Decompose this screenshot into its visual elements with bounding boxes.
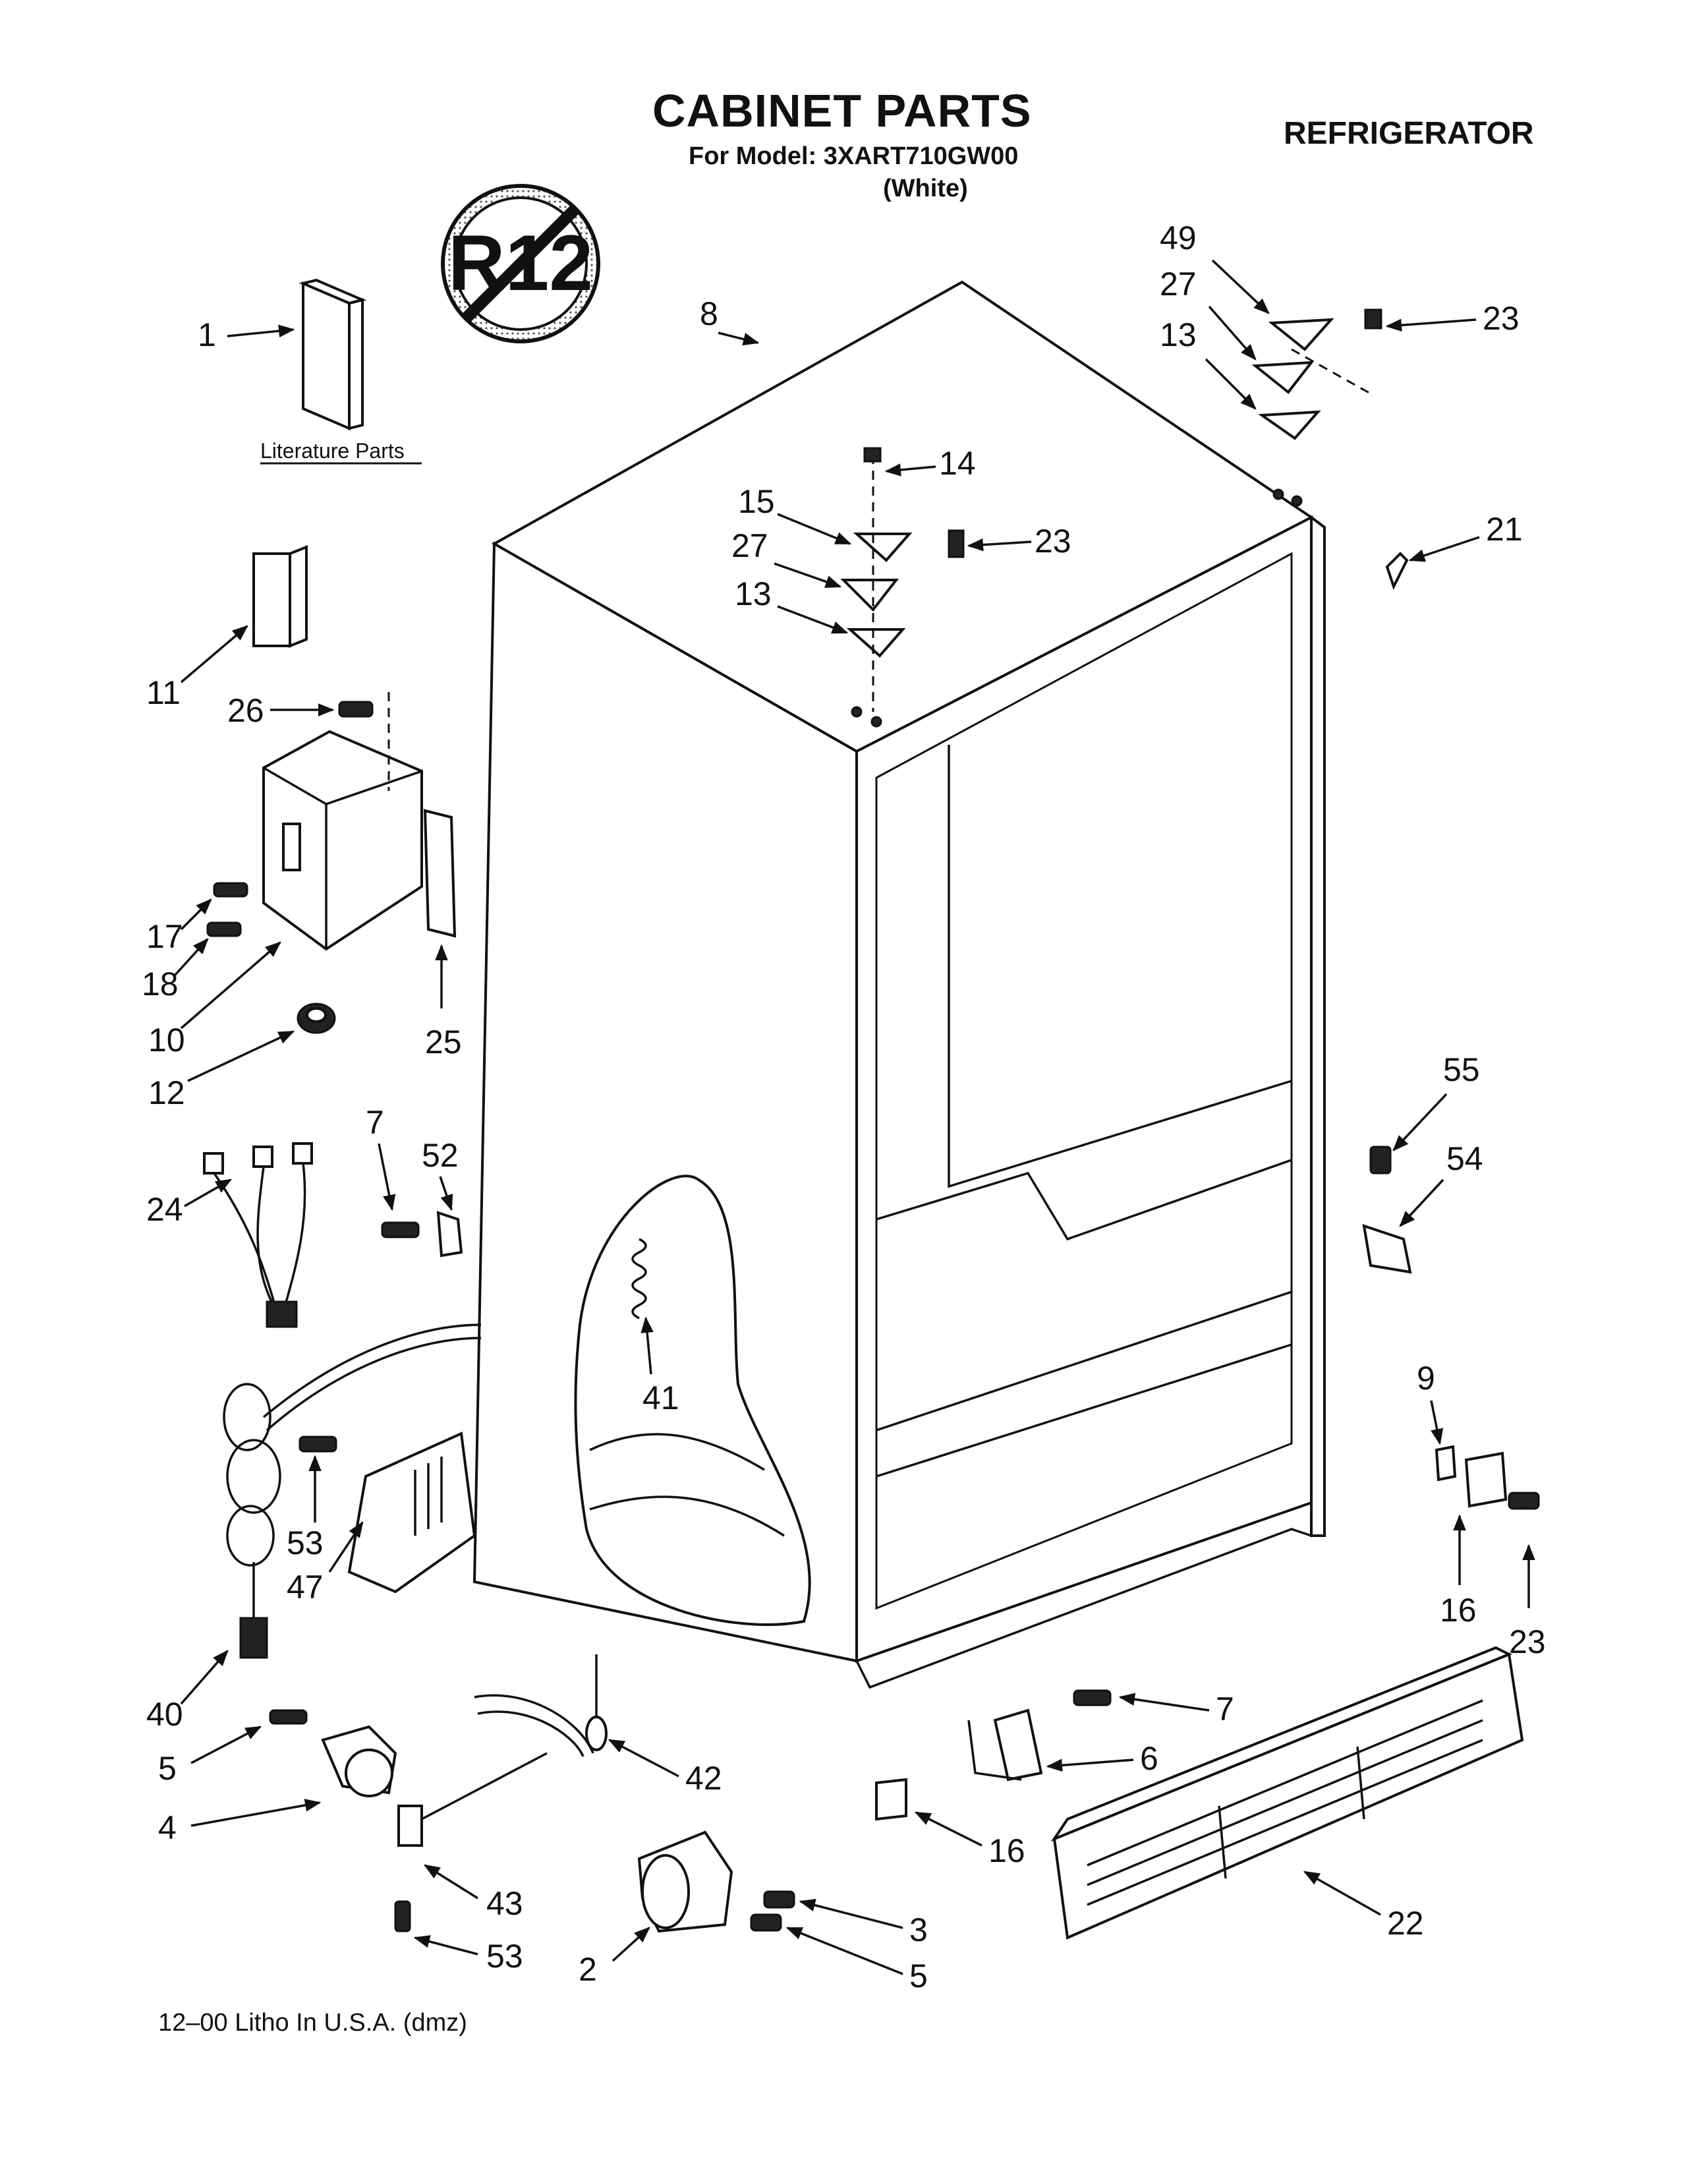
leveler-bracket — [1362, 1146, 1412, 1274]
top-hinge-left — [840, 447, 965, 728]
callout-16-bottom: 16 — [988, 1832, 1025, 1869]
electrical-bracket — [299, 1432, 476, 1594]
callout-8: 8 — [700, 295, 718, 332]
callout-7-right: 7 — [1216, 1691, 1234, 1727]
model-line: For Model: 3XART710GW00 — [689, 142, 1019, 170]
callout-21: 21 — [1486, 511, 1523, 548]
literature-parts: Literature Parts — [260, 278, 422, 465]
toe-grille — [1050, 1646, 1524, 1940]
callout-2: 2 — [579, 1951, 597, 1988]
no-r12-symbol: R12 — [441, 184, 600, 343]
callout-15: 15 — [738, 483, 775, 520]
callout-6: 6 — [1140, 1740, 1158, 1777]
callout-17: 17 — [146, 918, 183, 955]
callout-40: 40 — [146, 1696, 183, 1733]
callout-16-right: 16 — [1440, 1592, 1477, 1629]
callout-7-left: 7 — [366, 1104, 384, 1141]
callout-49: 49 — [1160, 219, 1197, 256]
literature-label: Literature Parts — [260, 439, 405, 463]
callout-53-bottom: 53 — [486, 1938, 523, 1975]
callout-11: 11 — [146, 674, 181, 711]
compressor-relay-cover — [206, 545, 457, 1034]
callout-27-left: 27 — [731, 527, 768, 564]
bottom-hinge-right — [637, 1830, 795, 1933]
callout-41: 41 — [642, 1379, 679, 1416]
callout-5-left: 5 — [158, 1750, 177, 1787]
callout-52: 52 — [422, 1137, 459, 1174]
callout-26: 26 — [227, 692, 264, 729]
appliance-type: REFRIGERATOR — [1284, 116, 1534, 151]
footer-print-code: 12–00 Litho In U.S.A. (dmz) — [158, 2009, 467, 2037]
callout-54: 54 — [1446, 1140, 1483, 1177]
cabinet-shell — [472, 280, 1326, 1689]
callout-3: 3 — [909, 1911, 928, 1948]
callout-27-right: 27 — [1160, 266, 1197, 303]
callout-1: 1 — [198, 316, 216, 353]
power-cord — [223, 1323, 482, 1659]
callout-13-right: 13 — [1160, 316, 1197, 353]
callout-23-top: 23 — [1483, 300, 1520, 337]
callout-10: 10 — [148, 1022, 185, 1059]
color-line: (White) — [883, 175, 968, 202]
callout-12: 12 — [148, 1074, 185, 1111]
callout-53-left: 53 — [287, 1524, 324, 1561]
door-cam-and-clips — [875, 1445, 1540, 1821]
callout-18: 18 — [142, 966, 179, 1002]
callout-4: 4 — [158, 1809, 177, 1846]
callout-23-mid: 23 — [1035, 523, 1071, 560]
wire-harness — [203, 1142, 313, 1328]
callout-55: 55 — [1443, 1051, 1480, 1088]
bottom-hinge-left — [269, 1709, 423, 1932]
callout-42: 42 — [685, 1760, 722, 1797]
water-tube — [421, 1654, 608, 1820]
page-title: CABINET PARTS — [652, 85, 1032, 136]
callout-25: 25 — [425, 1024, 462, 1060]
top-hinge-right — [1251, 308, 1409, 591]
callout-47: 47 — [287, 1569, 324, 1606]
callout-5-bottom: 5 — [909, 1958, 928, 1994]
callout-43: 43 — [486, 1885, 523, 1922]
callout-14: 14 — [939, 445, 976, 482]
screw-and-clip-left — [381, 1211, 463, 1258]
callout-24: 24 — [146, 1191, 183, 1228]
callouts: 1 8 49 27 13 23 14 15 27 23 13 21 — [142, 219, 1546, 1994]
callout-9: 9 — [1417, 1360, 1435, 1397]
callout-13-left: 13 — [735, 575, 772, 612]
callout-22: 22 — [1387, 1905, 1424, 1942]
callout-23-bottom: 23 — [1509, 1623, 1546, 1660]
